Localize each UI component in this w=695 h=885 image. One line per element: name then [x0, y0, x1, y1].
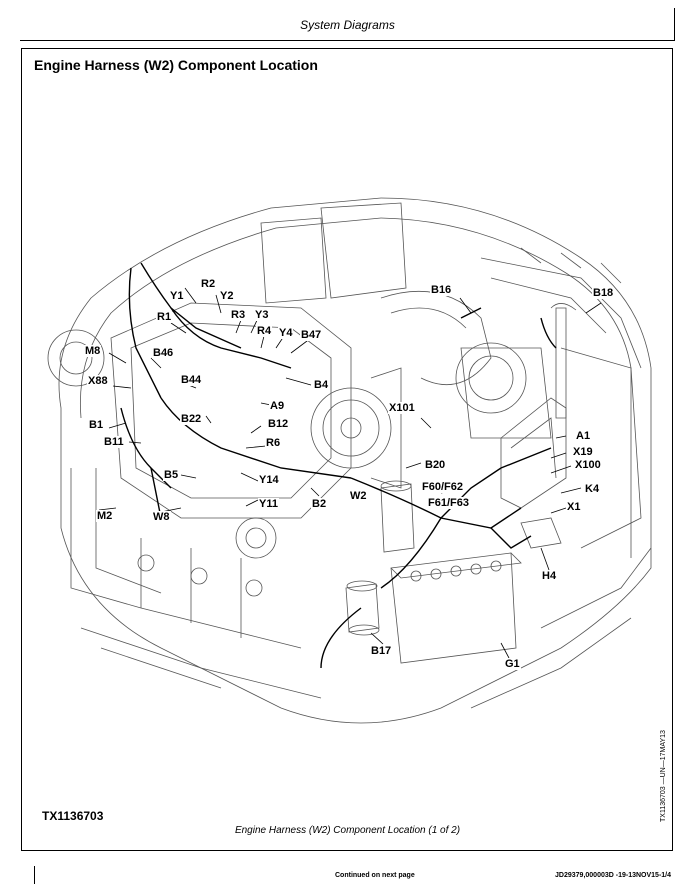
page-title: Engine Harness (W2) Component Location — [34, 57, 318, 73]
label-x88: X88 — [87, 375, 109, 387]
label-b2: B2 — [311, 498, 328, 510]
label-m8: M8 — [84, 345, 102, 357]
label-x19: X19 — [572, 446, 594, 458]
label-b46: B46 — [152, 347, 175, 359]
label-k4: K4 — [584, 483, 601, 495]
label-x101: X101 — [388, 402, 416, 414]
label-r1: R1 — [156, 311, 173, 323]
label-b47: B47 — [300, 329, 323, 341]
header-tick — [674, 8, 675, 40]
label-y14: Y14 — [258, 474, 280, 486]
label-y4: Y4 — [278, 327, 294, 339]
label-w2: W2 — [349, 490, 368, 502]
label-x1: X1 — [566, 501, 582, 513]
label-r3: R3 — [230, 309, 247, 321]
label-b22: B22 — [180, 413, 203, 425]
label-r4: R4 — [256, 325, 273, 337]
label-b44: B44 — [180, 374, 203, 386]
label-g1: G1 — [504, 658, 521, 670]
label-y3: Y3 — [254, 309, 270, 321]
label-f60-f62: F60/F62 — [421, 481, 464, 493]
label-y11: Y11 — [258, 498, 279, 510]
label-b20: B20 — [424, 459, 447, 471]
label-h4: H4 — [541, 570, 558, 582]
engine-illustration — [47, 197, 652, 724]
label-b5: B5 — [163, 469, 180, 481]
figure-id: TX1136703 — [42, 809, 104, 823]
figure-frame — [21, 48, 673, 851]
label-b11: B11 — [103, 436, 125, 448]
label-f61-f63: F61/F63 — [427, 497, 470, 509]
label-a9: A9 — [269, 400, 286, 412]
footer-tick — [34, 866, 35, 884]
label-b1: B1 — [88, 419, 105, 431]
header-rule — [20, 40, 675, 41]
label-m2: M2 — [96, 510, 114, 522]
label-w8: W8 — [152, 511, 171, 523]
continued-note: Continued on next page — [335, 872, 415, 879]
label-b12: B12 — [267, 418, 290, 430]
label-b4: B4 — [313, 379, 330, 391]
section-title: System Diagrams — [300, 18, 395, 32]
label-y2: Y2 — [219, 290, 235, 302]
label-b16: B16 — [430, 284, 453, 296]
document-reference: JD29379,000003D -19-13NOV15-1/4 — [555, 872, 671, 879]
figure-caption: Engine Harness (W2) Component Location (… — [234, 825, 461, 836]
label-y1: Y1 — [169, 290, 185, 302]
vertical-figure-id: TX1136703 —UN—17MAY13 — [660, 730, 667, 822]
label-r2: R2 — [200, 278, 217, 290]
label-b18: B18 — [592, 287, 615, 299]
label-a1: A1 — [575, 430, 592, 442]
label-r6: R6 — [265, 437, 282, 449]
label-x100: X100 — [574, 459, 602, 471]
label-b17: B17 — [370, 645, 393, 657]
